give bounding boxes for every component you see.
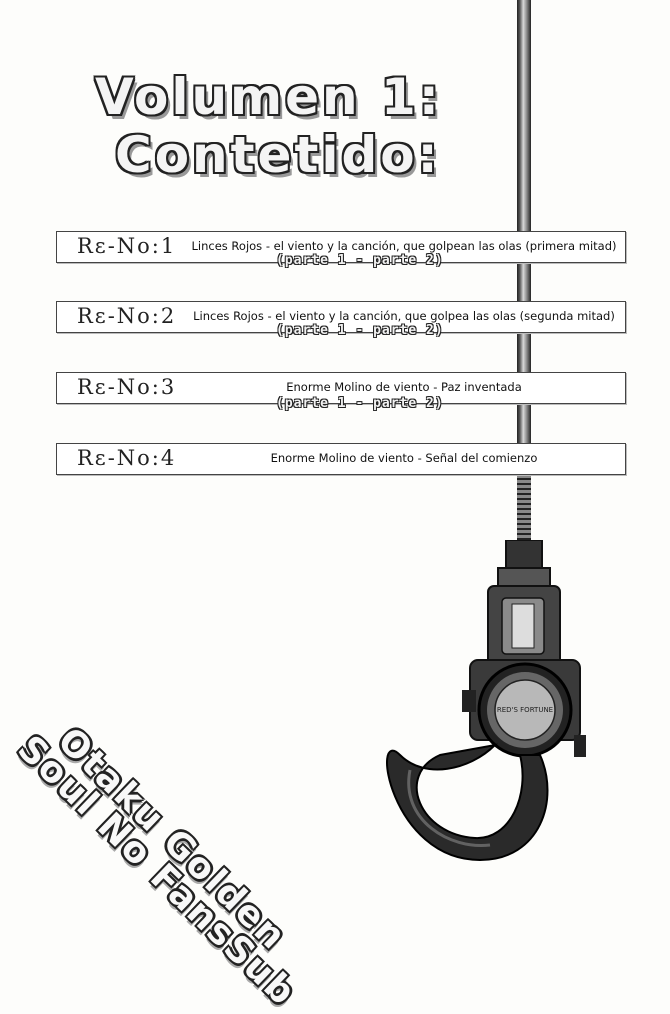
chapter-row-1: Rε-No:1 Linces Rojos - el viento y la ca… (56, 231, 626, 263)
chapter-row-3: Rε-No:3 Enorme Molino de viento - Paz in… (56, 372, 626, 404)
chapter-number: Rε-No:2 (77, 304, 177, 328)
chapter-parts: (parte 1 - parte 2) (276, 253, 444, 268)
contents-title: Contetido: (115, 126, 441, 184)
volume-title: Volumen 1: (95, 68, 442, 126)
chapter-parts: (parte 1 - parte 2) (276, 396, 444, 411)
chapter-title: Enorme Molino de viento - Señal del comi… (270, 451, 538, 465)
hook-label: RED'S FORTUNE (497, 706, 553, 714)
chapter-row-2: Rε-No:2 Linces Rojos - el viento y la ca… (56, 301, 626, 333)
chapter-parts: (parte 1 - parte 2) (276, 323, 444, 338)
chapter-title: Linces Rojos - el viento y la canción, q… (193, 309, 615, 323)
crane-hook-illustration: RED'S FORTUNE (386, 540, 586, 862)
chapter-title: Linces Rojos - el viento y la canción, q… (191, 239, 617, 253)
crane-rope (517, 0, 531, 560)
chapter-title: Enorme Molino de viento - Paz inventada (286, 380, 522, 394)
chapter-number: Rε-No:3 (77, 375, 177, 399)
chapter-number: Rε-No:1 (77, 234, 177, 258)
watermark-line-2: Soul No FansSub (9, 728, 304, 1014)
watermark-line-1: Otaku Golden (49, 720, 295, 959)
chapter-row-4: Rε-No:4 Enorme Molino de viento - Señal … (56, 443, 626, 475)
chapter-number: Rε-No:4 (77, 446, 177, 470)
